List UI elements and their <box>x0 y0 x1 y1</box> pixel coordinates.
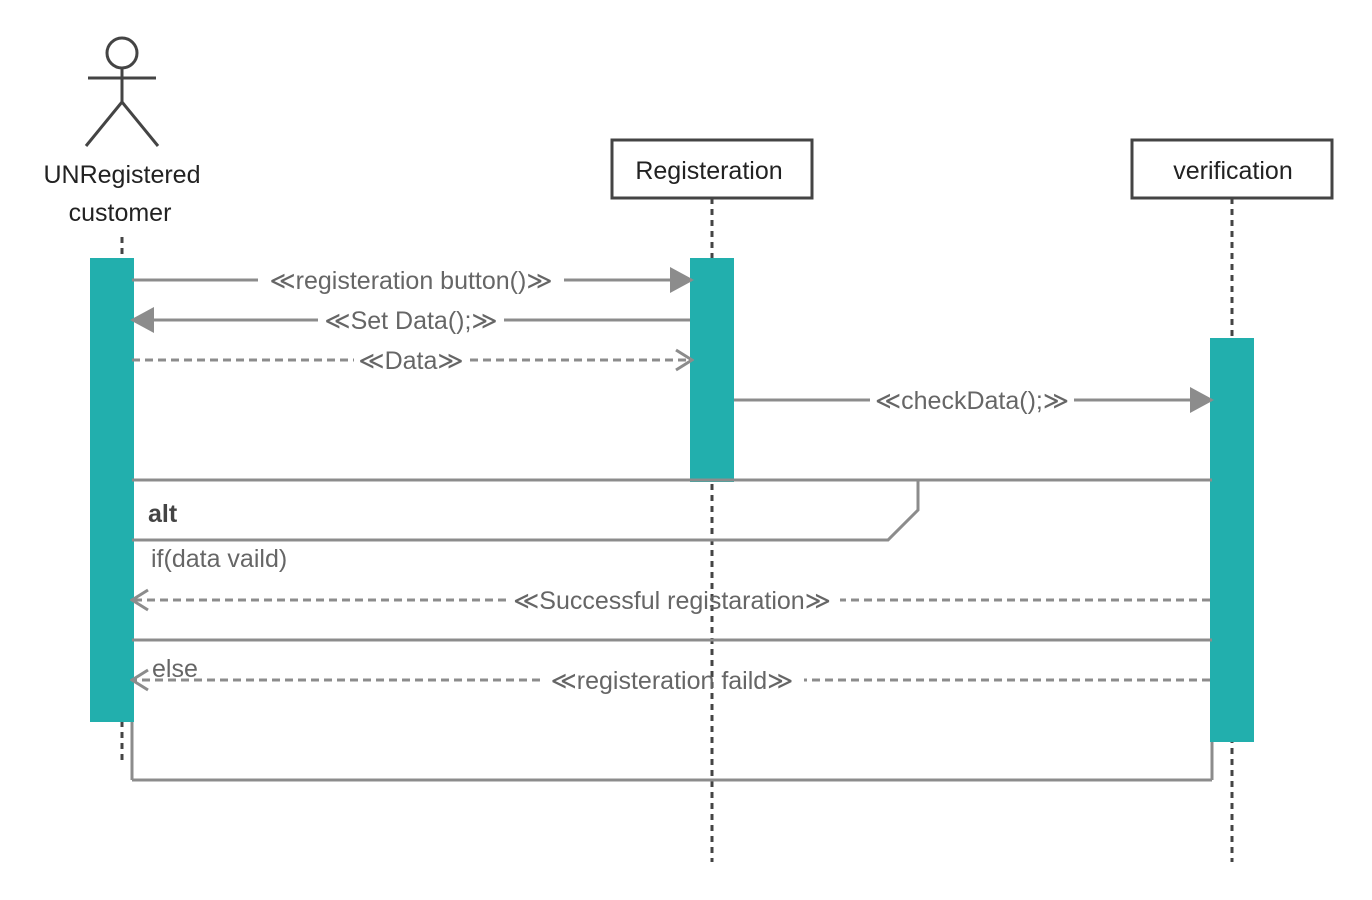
message-label-registeration-button: ≪registeration button()≫ <box>269 267 552 295</box>
actor-name-line1: UNRegistered <box>43 161 200 189</box>
participant-label-registeration: Registeration <box>635 157 782 185</box>
message-label-registeration-faild: ≪registeration faild≫ <box>551 667 794 695</box>
activation-bar-verification <box>1210 338 1254 742</box>
actor-name-line2: customer <box>69 199 172 227</box>
participant-label-verification: verification <box>1173 157 1293 185</box>
participant-box-registeration <box>610 138 814 200</box>
activation-bar-customer <box>90 258 134 722</box>
alt-fragment <box>130 478 1214 782</box>
fragment-guard-else: else <box>152 655 198 683</box>
message-label-successful-registaration: ≪Successful registaration≫ <box>513 587 831 615</box>
actor-icon <box>84 36 160 147</box>
message-label-set-data: ≪Set Data();≫ <box>324 307 497 335</box>
message-label-check-data: ≪checkData();≫ <box>875 387 1069 415</box>
participant-box-verification <box>1130 138 1334 200</box>
fragment-operator: alt <box>148 500 178 528</box>
activation-bar-registeration <box>690 258 734 482</box>
message-label-data: ≪Data≫ <box>358 347 463 375</box>
fragment-guard-if: if(data vaild) <box>151 545 287 573</box>
